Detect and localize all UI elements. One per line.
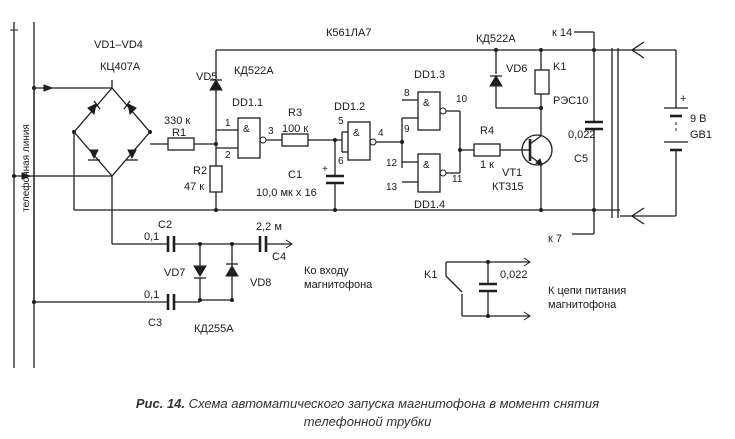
r2-value: 47 к — [184, 181, 204, 193]
k14-label: к 14 — [552, 27, 572, 39]
c3-value: 0,1 — [144, 289, 159, 301]
c4-value: 2,2 м — [256, 221, 282, 233]
relay-type: РЭС10 — [553, 95, 588, 107]
c2-label: C2 — [158, 219, 172, 231]
telephone-line-label: телефонная линия — [20, 124, 32, 212]
pin-9: 9 — [404, 124, 410, 135]
pin-1: 1 — [225, 118, 231, 129]
r3-value: 100 к — [282, 123, 308, 135]
dd14-and-symbol: & — [423, 160, 430, 171]
diodes-vd7-vd8: VD7 VD8 — [164, 244, 271, 302]
dd12-and-symbol: & — [353, 128, 360, 139]
pin-10: 10 — [456, 94, 468, 105]
c5-label: C5 — [574, 153, 588, 165]
dd13-label: DD1.3 — [414, 69, 445, 81]
resistor-r3: R3 100 к — [281, 107, 342, 147]
capacitor-c4: 2,2 м C4 — [256, 221, 293, 263]
resistor-r2: R2 47 к — [184, 144, 223, 212]
battery-plus: + — [680, 93, 686, 105]
power-label: К цепи питания — [548, 285, 626, 297]
bridge-label: VD1–VD4 — [94, 39, 143, 51]
c1-value: 10,0 мк х 16 — [256, 187, 317, 199]
c2-value: 0,1 — [144, 231, 159, 243]
dd11-and-symbol: & — [243, 124, 250, 135]
resistor-r4: R4 1 к — [460, 125, 524, 171]
power-label-2: магнитофона — [548, 299, 617, 311]
r1-label: R1 — [172, 127, 186, 139]
vd6-type: КД522А — [476, 33, 516, 45]
pin-4: 4 — [378, 128, 384, 139]
k1-label: K1 — [553, 61, 566, 73]
figure-caption-2: телефонной трубки — [0, 414, 735, 429]
c1-label: C1 — [288, 169, 302, 181]
recorder-input-label-2: магнитофона — [304, 279, 373, 291]
gate-dd1-3: DD1.3 & 8 9 10 — [402, 69, 468, 150]
r2-label: R2 — [193, 165, 207, 177]
power-rails: к 7 — [548, 41, 656, 245]
battery-label: GB1 — [690, 129, 712, 141]
caption-line-1: Схема автоматического запуска магнитофон… — [188, 396, 600, 411]
vd5-label: VD5 — [196, 71, 217, 83]
c5-value: 0,022 — [568, 129, 596, 141]
vd6-label: VD6 — [506, 63, 527, 75]
vd78-type: КД255А — [194, 323, 234, 335]
c4-label: C4 — [272, 251, 286, 263]
ic-title: К561ЛА7 — [326, 27, 371, 39]
c3-label: C3 — [148, 317, 162, 329]
capacitor-c1: + C1 10,0 мк х 16 — [256, 138, 344, 212]
k7-label: к 7 — [548, 233, 562, 245]
k1-cap-value: 0,022 — [500, 269, 528, 281]
pin-3: 3 — [268, 126, 274, 137]
c1-plus: + — [322, 164, 328, 175]
gate-dd1-1: DD1.1 & 1 2 3 — [216, 97, 282, 161]
battery-gb1: + 9 В GB1 — [656, 49, 712, 217]
figure-number: Рис. 14. — [135, 396, 186, 411]
diode-bridge: VD1–VD4 КЦ407А — [72, 39, 216, 211]
caption-line-2: телефонной трубки — [303, 414, 432, 429]
bridge-type: КЦ407А — [100, 61, 141, 73]
relay-k1-contact: K1 0,022 К цепи питания магнитофона — [424, 257, 626, 321]
pin-12: 12 — [386, 158, 398, 169]
pin-13: 13 — [386, 182, 398, 193]
vd7-label: VD7 — [164, 267, 185, 279]
r3-label: R3 — [288, 107, 302, 119]
capacitor-c5: 0,022 C5 — [568, 48, 603, 212]
resistor-r1: 330 к R1 — [150, 115, 216, 151]
dd12-label: DD1.2 — [334, 101, 365, 113]
pin-8: 8 — [404, 88, 410, 99]
capacitor-c2: C2 0,1 — [111, 184, 260, 252]
pin-11: 11 — [452, 174, 463, 185]
battery-value: 9 В — [690, 113, 707, 125]
bridge-diode-icon — [87, 100, 138, 161]
vd5-type: КД522А — [234, 65, 274, 77]
r4-value: 1 к — [480, 159, 494, 171]
diode-vd5: VD5 КД522А — [196, 49, 594, 146]
vt1-type: КТ315 — [492, 181, 523, 193]
telephone-line: телефонная линия — [10, 22, 112, 368]
pin-6: 6 — [338, 156, 344, 167]
recorder-input-label: Ко входу — [304, 265, 349, 277]
gate-dd1-2: DD1.2 & 5 6 4 — [334, 101, 403, 168]
pin-5: 5 — [338, 116, 344, 127]
dd13-and-symbol: & — [423, 98, 430, 109]
r1-value: 330 к — [164, 115, 190, 127]
dd14-label: DD1.4 — [414, 199, 445, 211]
vd8-label: VD8 — [250, 277, 271, 289]
pin-2: 2 — [225, 150, 231, 161]
vt1-label: VT1 — [502, 167, 522, 179]
k1-contact-label: K1 — [424, 269, 437, 281]
dd11-label: DD1.1 — [232, 97, 263, 109]
r4-label: R4 — [480, 125, 494, 137]
figure-caption: Рис. 14. Схема автоматического запуска м… — [0, 396, 735, 411]
transistor-vt1: VT1 КТ315 — [492, 112, 553, 210]
relay-k1: КД522А VD6 K1 РЭС10 — [476, 33, 588, 212]
capacitor-c3: 0,1 C3 КД255А — [32, 88, 234, 335]
gate-dd1-4: & 12 13 11 DD1.4 — [386, 140, 463, 211]
